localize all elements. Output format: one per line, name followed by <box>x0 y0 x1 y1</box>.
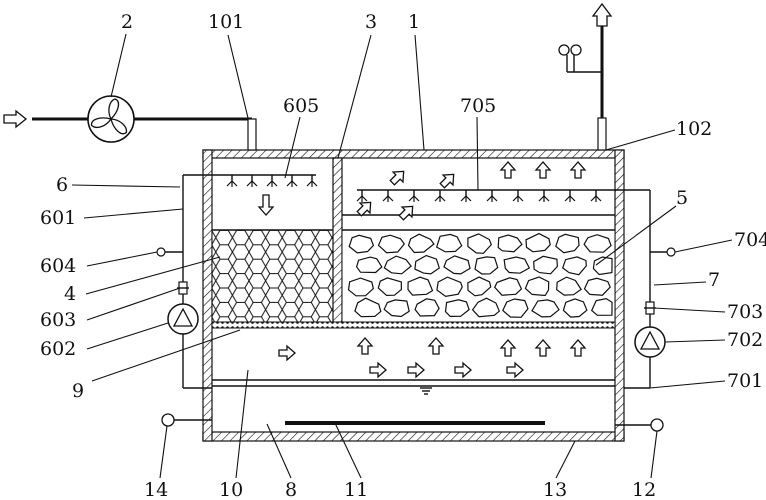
label-10: 10 <box>219 479 243 500</box>
stone <box>525 232 551 253</box>
pressure-gauge-icon <box>666 247 676 257</box>
label-601: 601 <box>40 207 76 229</box>
heater-bar <box>285 421 545 425</box>
hex-packing <box>211 229 334 323</box>
stone <box>583 234 612 253</box>
label-604: 604 <box>40 255 76 277</box>
stone <box>497 234 523 253</box>
stone <box>467 233 492 254</box>
label-2: 2 <box>121 11 133 33</box>
pressure-gauge-icon <box>156 247 166 257</box>
stone <box>355 256 383 274</box>
label-12: 12 <box>632 479 656 500</box>
outlet-pipe <box>558 2 613 151</box>
stone <box>592 256 613 276</box>
pump-icon <box>634 326 666 358</box>
label-8: 8 <box>285 479 297 500</box>
stone <box>407 233 435 254</box>
spray-header-left <box>183 174 318 188</box>
label-9: 9 <box>72 380 84 402</box>
inlet-pipe <box>3 109 257 151</box>
stone <box>590 297 613 316</box>
stone <box>414 298 440 317</box>
stone <box>561 256 587 276</box>
label-11: 11 <box>344 479 368 500</box>
leader-lines <box>71 33 733 479</box>
gauge-icon <box>650 418 664 432</box>
label-13: 13 <box>543 479 567 500</box>
stone <box>503 256 531 274</box>
stone <box>562 298 588 318</box>
spray-header-right <box>356 189 650 203</box>
stone <box>377 234 406 254</box>
stone <box>435 233 463 253</box>
label-602: 602 <box>40 338 76 360</box>
left-recirculation-loop <box>156 175 212 389</box>
pump-icon <box>167 303 199 335</box>
label-704: 704 <box>734 229 766 251</box>
label-6: 6 <box>56 174 68 196</box>
label-4: 4 <box>64 283 76 305</box>
partition-wall <box>332 157 343 327</box>
label-1: 1 <box>408 11 420 33</box>
stone <box>347 277 374 297</box>
sensor-icon <box>570 44 582 56</box>
flow-arrows <box>257 161 586 378</box>
label-605: 605 <box>283 95 319 117</box>
outlet-arrow-icon <box>591 2 613 27</box>
label-14: 14 <box>144 479 168 500</box>
stone <box>383 299 410 318</box>
right-recirculation-loop <box>624 190 676 389</box>
fan-icon <box>87 95 135 143</box>
label-701: 701 <box>727 370 763 392</box>
label-705: 705 <box>460 95 496 117</box>
stone <box>383 255 412 275</box>
stone <box>443 255 471 275</box>
label-702: 702 <box>727 329 763 351</box>
stone <box>524 276 550 297</box>
label-703: 703 <box>727 301 763 323</box>
stone <box>583 277 611 296</box>
stone <box>493 277 523 296</box>
stone <box>377 277 403 297</box>
inlet-arrow-icon <box>3 109 28 129</box>
stone <box>354 297 382 318</box>
label-3: 3 <box>365 11 377 33</box>
stone <box>555 233 580 254</box>
stone <box>436 276 463 298</box>
water-level-symbol <box>420 387 432 395</box>
reference-labels: 2 101 3 1 102 605 705 6 601 604 4 603 60… <box>40 11 766 500</box>
stone-packing <box>341 229 616 323</box>
sensor-icon <box>558 44 570 56</box>
stone <box>407 276 434 296</box>
perforated-plate <box>211 321 616 329</box>
stone <box>474 256 499 275</box>
stone <box>444 299 470 318</box>
stone <box>531 299 560 318</box>
stone <box>533 255 559 275</box>
label-5: 5 <box>676 187 688 209</box>
label-7: 7 <box>708 269 720 291</box>
label-603: 603 <box>40 309 76 331</box>
stone <box>348 234 375 254</box>
label-102: 102 <box>676 118 712 140</box>
stone <box>502 298 529 318</box>
stone <box>467 276 492 297</box>
stone <box>556 276 582 296</box>
gauge-icon <box>161 413 175 427</box>
label-101: 101 <box>208 11 244 33</box>
stone <box>414 254 441 275</box>
stone <box>471 297 501 318</box>
bottom-left-gauge <box>161 413 212 427</box>
